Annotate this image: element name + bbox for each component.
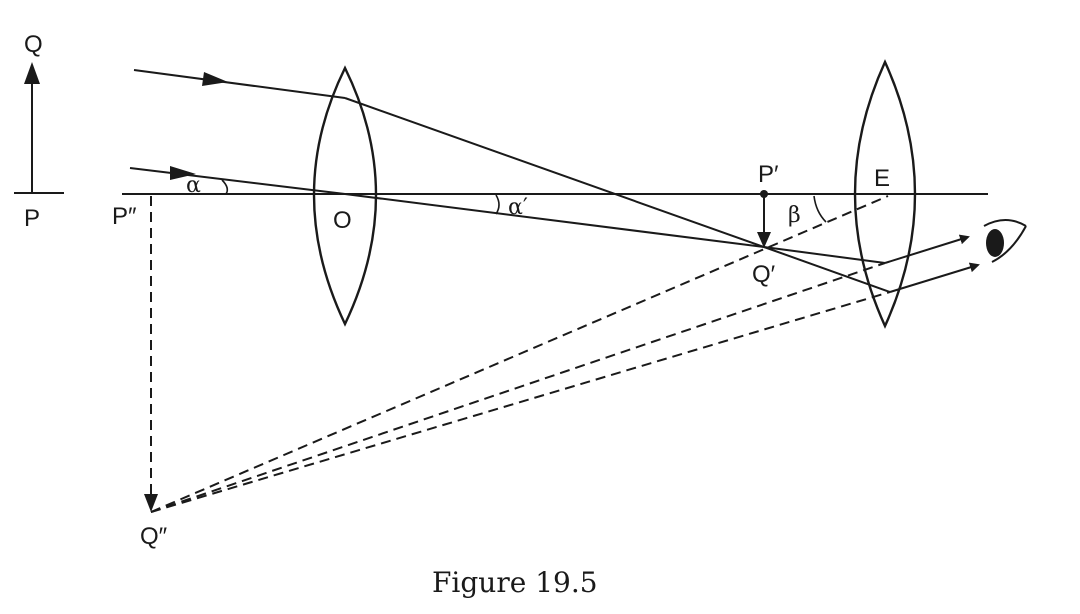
central-ray-to-eyepiece xyxy=(763,246,886,264)
label-alpha: α xyxy=(186,173,201,198)
label-Q: Q xyxy=(24,31,43,58)
label-alpha-prime: α′ xyxy=(508,195,528,220)
angle-alpha-arc xyxy=(221,179,229,195)
label-O: O xyxy=(333,207,352,234)
label-P-prime: P′ xyxy=(758,161,779,188)
label-E: E xyxy=(874,165,890,192)
objective-lens xyxy=(312,65,378,327)
upper-refracted-ray xyxy=(344,97,765,248)
object-arrow-head xyxy=(24,62,40,84)
central-ray-arrow xyxy=(170,166,196,180)
emergent-ray-lower xyxy=(889,262,980,293)
label-beta: β xyxy=(788,203,801,228)
upper-ray-arrow xyxy=(202,72,228,86)
central-incident-ray xyxy=(129,167,346,195)
eye-icon xyxy=(983,219,1027,263)
label-P-double-prime: P″ xyxy=(112,203,137,230)
central-ray-through-O xyxy=(344,193,765,248)
eyepiece-lens xyxy=(853,59,917,329)
label-P: P xyxy=(24,205,40,232)
dashed-line-to-E xyxy=(150,195,889,513)
angle-beta-arc xyxy=(813,195,827,223)
emergent-ray-upper xyxy=(884,234,970,264)
final-image-head xyxy=(144,494,158,512)
label-Q-double-prime: Q″ xyxy=(140,523,168,550)
upper-incident-ray xyxy=(133,69,346,99)
label-Q-prime: Q′ xyxy=(752,261,776,288)
intermediate-image-head xyxy=(757,232,771,248)
dashed-extension-lower xyxy=(150,291,891,513)
figure-caption: Figure 19.5 xyxy=(432,566,598,599)
upper-ray-to-eyepiece xyxy=(763,246,891,293)
dashed-extension-upper xyxy=(150,262,886,513)
angle-alpha-prime-arc xyxy=(495,194,500,215)
